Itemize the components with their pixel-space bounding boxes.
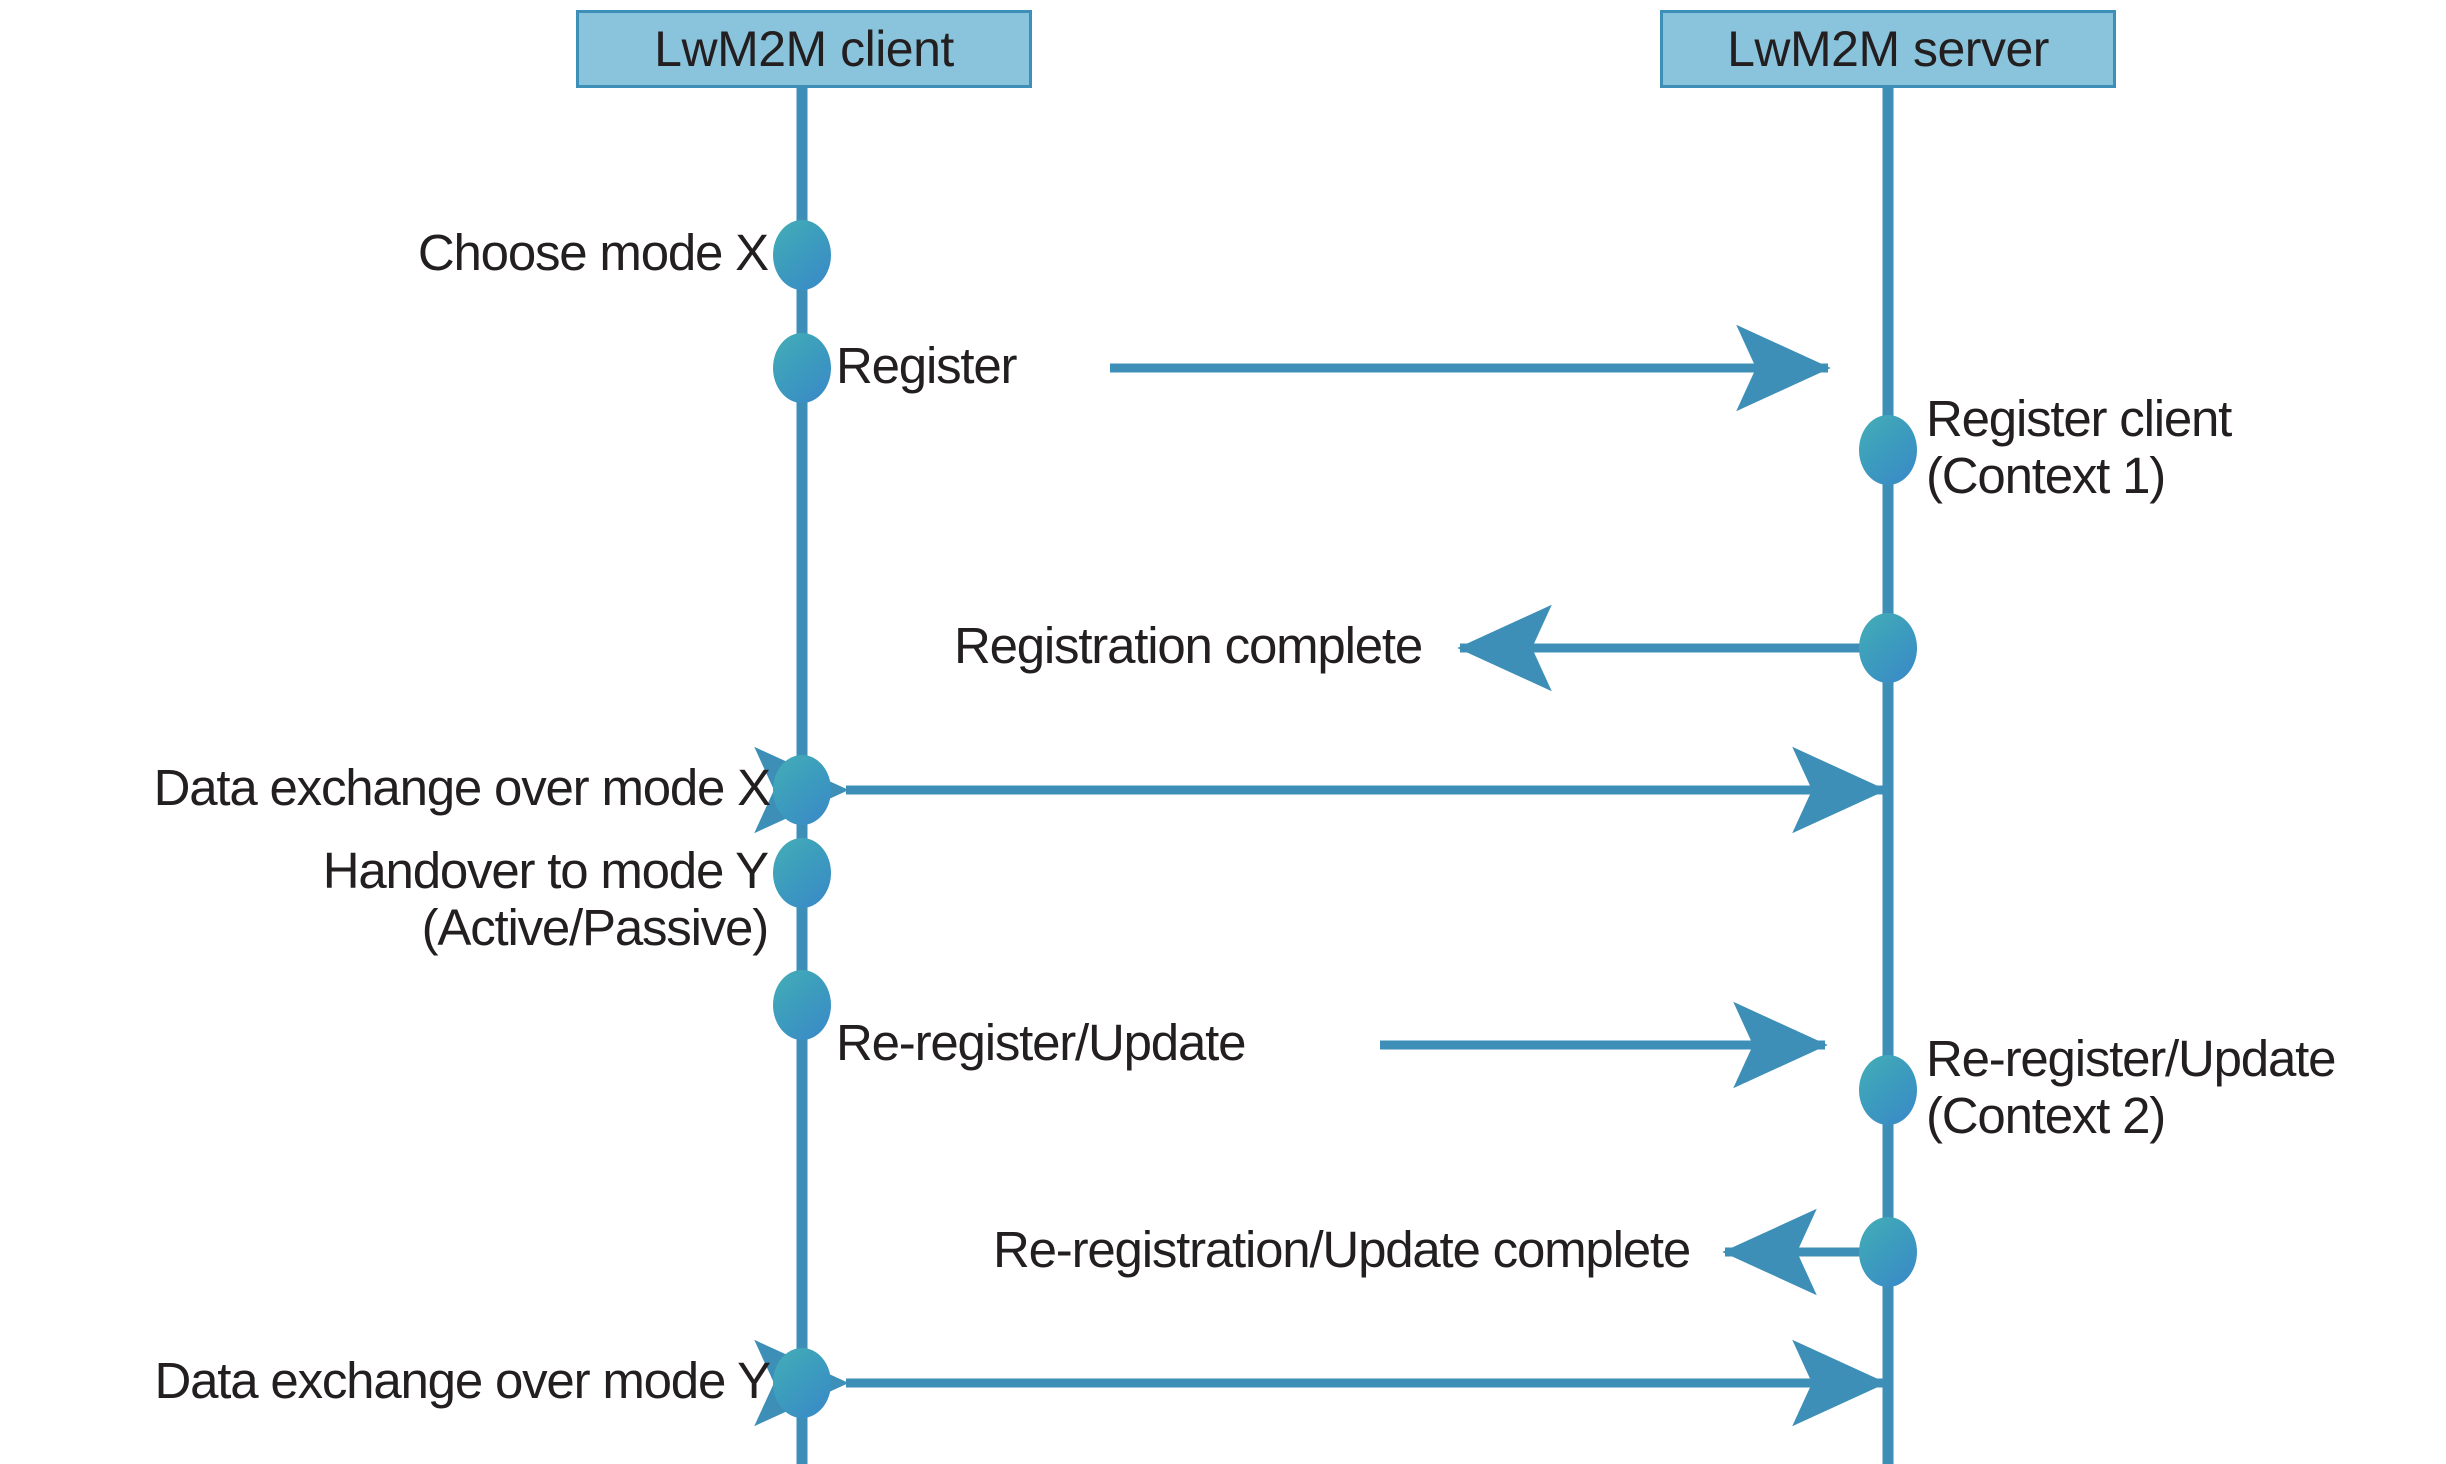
step-label-re-registration-complete: Re-registration/Update complete bbox=[993, 1221, 1691, 1278]
node-re-registration-complete bbox=[1859, 1217, 1917, 1287]
node-handover-mode-y bbox=[773, 838, 831, 908]
step-label-handover-mode-y: Handover to mode Y (Active/Passive) bbox=[120, 842, 770, 957]
node-re-register-update bbox=[773, 970, 831, 1040]
node-data-exchange-mode-y bbox=[773, 1348, 831, 1418]
step-label-re-register-update-context-line2: (Context 2) bbox=[1926, 1087, 2166, 1145]
step-label-register: Register bbox=[836, 337, 1018, 394]
step-label-re-register-update-context-line1: Re-register/Update bbox=[1926, 1030, 2336, 1087]
step-label-handover-mode-y-line1: Handover to mode Y bbox=[322, 842, 769, 899]
node-re-register-update-context bbox=[1859, 1055, 1917, 1125]
participant-header-server[interactable]: LwM2M server bbox=[1660, 10, 2116, 88]
node-register bbox=[773, 333, 831, 403]
participant-label-client: LwM2M client bbox=[654, 21, 954, 77]
step-label-register-client-line2: (Context 1) bbox=[1926, 447, 2166, 505]
node-choose-mode-x bbox=[773, 220, 831, 290]
step-label-data-exchange-mode-x: Data exchange over mode X bbox=[153, 759, 772, 816]
participant-header-client[interactable]: LwM2M client bbox=[576, 10, 1032, 88]
participant-label-server: LwM2M server bbox=[1727, 21, 2049, 77]
node-register-client bbox=[1859, 415, 1917, 485]
step-label-re-register-update-context: Re-register/Update (Context 2) bbox=[1926, 1030, 2446, 1144]
step-label-re-register-update: Re-register/Update bbox=[836, 1014, 1246, 1071]
node-data-exchange-mode-x bbox=[773, 755, 831, 825]
step-label-data-exchange-mode-y: Data exchange over mode Y bbox=[154, 1352, 772, 1409]
step-label-registration-complete: Registration complete bbox=[953, 617, 1423, 674]
step-label-register-client-line1: Register client bbox=[1926, 390, 2232, 447]
node-registration-complete bbox=[1859, 613, 1917, 683]
step-label-choose-mode-x: Choose mode X bbox=[417, 224, 769, 281]
step-label-handover-mode-y-line2: (Active/Passive) bbox=[421, 899, 770, 957]
step-label-register-client: Register client (Context 1) bbox=[1926, 390, 2446, 504]
